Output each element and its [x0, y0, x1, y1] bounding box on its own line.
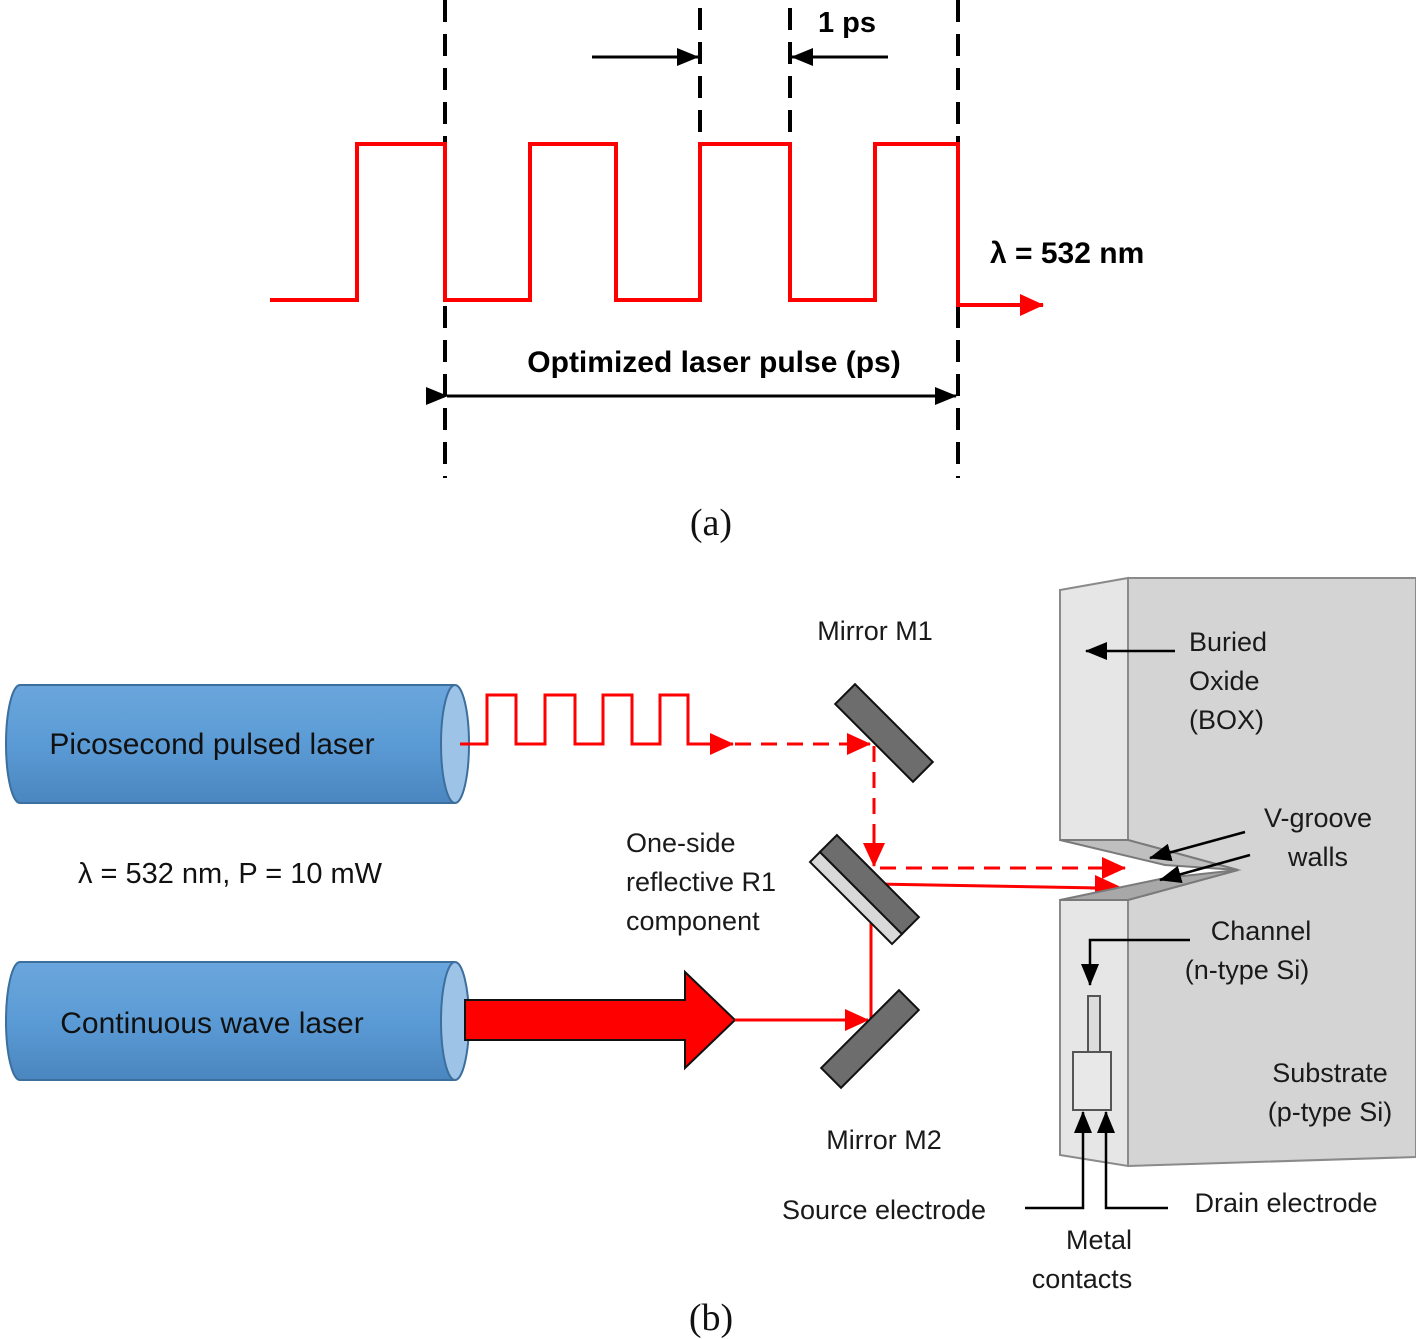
- channel-pointer-arrow: [1081, 938, 1190, 986]
- drain-electrode-label: Drain electrode: [1194, 1188, 1377, 1218]
- panel-b: Picosecond pulsed laser Continuous wave …: [5, 576, 1416, 1339]
- caption-b: (b): [689, 1297, 733, 1339]
- drain-pointer-arrow: [1097, 1111, 1168, 1210]
- r1-component: [808, 833, 921, 946]
- cw-laser-label: Continuous wave laser: [60, 1007, 364, 1040]
- cw-beam-block-arrow: [464, 969, 737, 1071]
- cw-beam-line-sample: [877, 882, 1101, 890]
- r1-label-line1: One-side: [626, 828, 736, 858]
- mirror-m1-label: Mirror M1: [817, 616, 933, 646]
- panel-a: 1 ps λ = 532 nm Optimized laser pulse (p…: [270, 0, 1144, 544]
- box-label-line2: Oxide: [1189, 666, 1260, 696]
- channel-label-line2: (n-type Si): [1185, 955, 1310, 985]
- box-label-line3: (BOX): [1189, 705, 1264, 735]
- caption-a: (a): [690, 502, 732, 544]
- mirror-m2: [819, 988, 921, 1090]
- pulsed-laser-label: Picosecond pulsed laser: [49, 728, 374, 761]
- wavelength-label: λ = 532 nm: [990, 237, 1144, 270]
- metal-contact-pad: [1072, 1051, 1112, 1111]
- wafer-device: [1059, 576, 1416, 1168]
- substrate-label-line1: Substrate: [1272, 1058, 1388, 1088]
- envelope-label: Optimized laser pulse (ps): [527, 346, 900, 379]
- box-label-line1: Buried: [1189, 627, 1267, 657]
- substrate-label-line2: (p-type Si): [1268, 1097, 1393, 1127]
- vgroove-pointer-arrow: [1149, 830, 1246, 862]
- metal-label-line2: contacts: [1032, 1264, 1133, 1294]
- vgroove-label-line1: V-groove: [1264, 803, 1372, 833]
- pulsed-laser: Picosecond pulsed laser: [5, 684, 470, 804]
- r1-label-line3: component: [626, 906, 760, 936]
- mirror-m1: [833, 682, 935, 784]
- channel-label-line1: Channel: [1211, 916, 1312, 946]
- pulsed-beam-waveform: [460, 693, 710, 746]
- pulse-spacing-label: 1 ps: [818, 7, 876, 39]
- laser-params-label: λ = 532 nm, P = 10 mW: [78, 858, 383, 890]
- vgroove-pointer-arrow: [1159, 853, 1251, 884]
- mirror-m2-label: Mirror M2: [826, 1125, 942, 1155]
- vgroove-label-line2: walls: [1287, 842, 1348, 872]
- source-pointer-arrow: [1025, 1111, 1092, 1210]
- metal-label-line1: Metal: [1066, 1225, 1132, 1255]
- source-electrode-label: Source electrode: [782, 1195, 986, 1225]
- r1-label-line2: reflective R1: [626, 867, 776, 897]
- cw-laser: Continuous wave laser: [5, 961, 470, 1081]
- pulse-train-waveform: [270, 142, 1015, 307]
